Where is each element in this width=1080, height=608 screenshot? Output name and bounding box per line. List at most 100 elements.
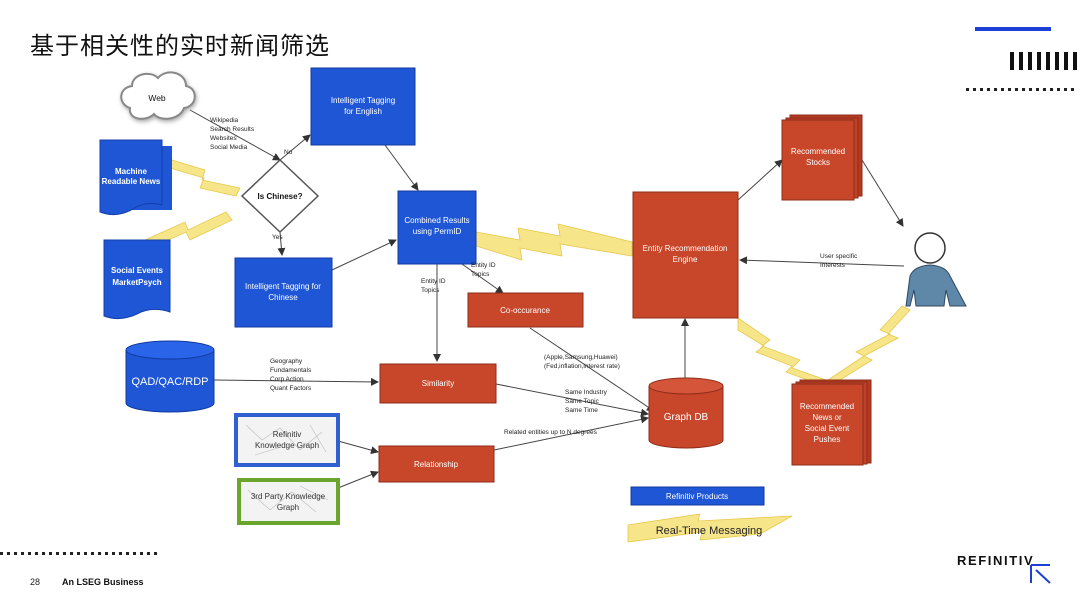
bolt-combined-to-engine [475, 223, 633, 261]
is-chinese-decision: Is Chinese? [240, 158, 320, 234]
tick-decoration [1010, 52, 1080, 70]
no-label: No [284, 149, 293, 156]
company-tagline: An LSEG Business [62, 577, 144, 587]
engine-node: Entity Recommendation Engine [632, 191, 739, 319]
rec-news-label-3: Social Event [805, 424, 850, 433]
web-source-3: Websites [210, 135, 237, 142]
rec-news-label-2: News or [812, 413, 842, 422]
combined-label-2: using PermID [413, 227, 462, 236]
social-events-node: Social Events MarketPsych [103, 239, 171, 320]
same-field-2: Same Topic [565, 398, 600, 405]
web-source-2: Search Results [210, 126, 255, 133]
is-chinese-label: Is Chinese? [258, 192, 303, 201]
rec-stocks-node: Recommended Stocks [781, 114, 863, 201]
edge-combined-cooc [461, 263, 504, 294]
web-source-4: Social Media [210, 144, 248, 151]
combined-label-1: Combined Results [404, 216, 469, 225]
qad-label: QAD/QAC/RDP [131, 376, 208, 388]
slide-title: 基于相关性的实时新闻筛选 [30, 32, 330, 60]
entity-topics-a-1: Entity ID [421, 278, 446, 285]
refinitiv-logo-mark [1030, 564, 1051, 584]
cooc-example-1: (Apple,Samsung,Huawei) [544, 354, 618, 361]
rec-news-label-4: Pushes [814, 435, 841, 444]
tagging-english-label-2: for English [344, 107, 382, 116]
tagging-chinese-label-1: Intelligent Tagging for [245, 282, 321, 291]
engine-label-1: Entity Recommendation [643, 244, 728, 253]
edge-stocks-user [861, 159, 904, 227]
rec-stocks-label-2: Stocks [806, 158, 830, 167]
cooccurance-label: Co-occurance [500, 306, 550, 315]
user-person-icon [905, 232, 967, 307]
edges [189, 109, 905, 489]
social-events-label-1: Social Events [111, 266, 164, 275]
edge-web-decision [189, 109, 281, 161]
relationship-node: Relationship [378, 445, 495, 483]
edge-chinese-combined [331, 239, 397, 271]
bolt-user-to-news [826, 305, 911, 381]
third-party-kg-label-2: Graph [277, 503, 299, 512]
refinitiv-kg-label-1: Refinitiv [273, 430, 301, 439]
edge-decision-chinese [277, 231, 286, 256]
refinitiv-kg-node: Refinitiv Knowledge Graph [234, 413, 340, 467]
edge-3rd-relationship [337, 470, 379, 489]
user-interests-2: Interests [820, 262, 846, 269]
legend-products-label: Refinitiv Products [666, 492, 728, 501]
similarity-label: Similarity [422, 379, 454, 388]
combined-results-node: Combined Results using PermID [397, 190, 477, 265]
entity-topics-b-2: Topics [471, 271, 490, 278]
yes-label: Yes [272, 234, 283, 241]
cooc-example-2: (Fed,inflation,interest rate) [544, 363, 620, 370]
similarity-node: Similarity [379, 363, 497, 404]
edge-user-engine [739, 256, 905, 267]
third-party-kg-label-1: 3rd Party Knowledge [251, 492, 326, 501]
legend-messaging-label: Real-Time Messaging [656, 525, 763, 537]
edge-engine-stocks [737, 159, 783, 201]
rec-stocks-label-1: Recommended [791, 147, 845, 156]
tagging-english-label-1: Intelligent Tagging [331, 96, 395, 105]
page-number: 28 [30, 577, 41, 587]
qad-field-1: Geography [270, 358, 303, 365]
user-interests-1: User specific [820, 253, 858, 260]
machine-news-node: Machine Readable News [99, 139, 172, 216]
bolt-news-to-decision [169, 159, 241, 197]
qad-field-3: Corp Action [270, 376, 304, 383]
edge-cooc-graphdb [529, 327, 655, 412]
edge-decision-english [279, 134, 311, 161]
dotted-line-top [966, 88, 1078, 91]
tagging-chinese-node: Intelligent Tagging for Chinese [234, 257, 333, 328]
same-field-3: Same Time [565, 407, 598, 414]
machine-news-label-1: Machine [115, 167, 148, 176]
web-cloud: Web [120, 71, 196, 120]
third-party-kg-node: 3rd Party Knowledge Graph [237, 478, 340, 525]
qad-database: QAD/QAC/RDP [125, 340, 215, 413]
legend-bolt [627, 513, 793, 543]
web-label: Web [148, 93, 166, 103]
web-source-1: Wikipedia [210, 117, 239, 124]
refinitiv-kg-label-2: Knowledge Graph [255, 441, 319, 450]
edge-label-group: Wikipedia Search Results Websites Social… [210, 117, 858, 436]
rec-news-node: Recommended News or Social Event Pushes [791, 379, 872, 466]
accent-bar [975, 27, 1051, 31]
relationship-label: Relationship [414, 460, 459, 469]
legend: Refinitiv Products Real-Time Messaging [627, 486, 793, 543]
entity-topics-b-1: Entity ID [471, 262, 496, 269]
edge-qad-similarity [213, 377, 379, 386]
graph-db-node: Graph DB [648, 377, 724, 449]
cooccurance-node: Co-occurance [467, 292, 584, 328]
brand-wordmark: REFINITIV [957, 553, 1035, 568]
tagging-english-node: Intelligent Tagging for English [310, 67, 416, 146]
tagging-chinese-label-2: Chinese [268, 293, 298, 302]
dotted-line-bottom [0, 552, 160, 555]
qad-field-2: Fundamentals [270, 367, 312, 374]
qad-field-4: Quant Factors [270, 385, 312, 392]
edge-english-combined [384, 144, 419, 191]
social-events-label-2: MarketPsych [112, 278, 161, 287]
rec-news-label-1: Recommended [800, 402, 854, 411]
edge-similarity-graphdb [495, 383, 649, 417]
graph-db-label: Graph DB [664, 412, 709, 423]
engine-label-2: Engine [673, 255, 698, 264]
related-entities-label: Related entities up to N degrees [504, 429, 598, 436]
edge-kg-relationship [337, 440, 379, 455]
entity-topics-a-2: Topics [421, 287, 440, 294]
